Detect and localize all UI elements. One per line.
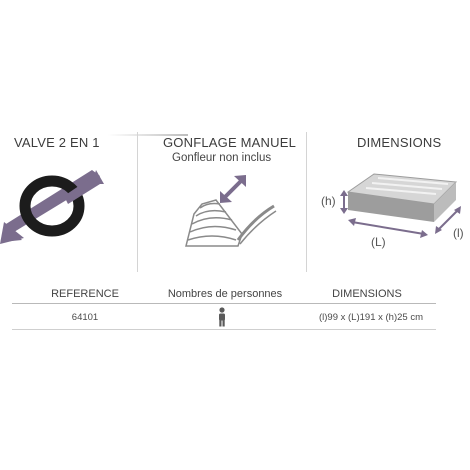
dimension-label-height: (h) xyxy=(321,194,336,208)
inflation-title: GONFLAGE MANUEL xyxy=(163,135,297,150)
column-divider-1 xyxy=(137,132,138,272)
manual-pump-icon xyxy=(176,170,286,250)
table-cell-dimensions: (l)99 x (L)191 x (h)25 cm xyxy=(318,312,423,323)
mattress-dimensions-icon xyxy=(318,170,470,260)
column-divider-2 xyxy=(306,132,307,272)
table-header-divider xyxy=(12,303,436,304)
dimensions-title: DIMENSIONS xyxy=(357,135,442,150)
top-accent-line xyxy=(108,134,188,136)
inflation-subtitle: Gonfleur non inclus xyxy=(172,152,272,164)
table-header-reference: REFERENCE xyxy=(51,288,119,300)
valve-2-in-1-icon xyxy=(0,162,110,252)
table-cell-reference: 64101 xyxy=(71,312,99,323)
valve-title: VALVE 2 EN 1 xyxy=(14,135,100,150)
dimension-label-width: (l) xyxy=(453,226,464,240)
table-header-persons: Nombres de personnes xyxy=(167,288,283,300)
table-header-dimensions: DIMENSIONS xyxy=(332,288,402,300)
table-bottom-divider xyxy=(12,329,436,330)
dimension-label-length: (L) xyxy=(371,235,386,249)
person-icon xyxy=(216,307,228,327)
